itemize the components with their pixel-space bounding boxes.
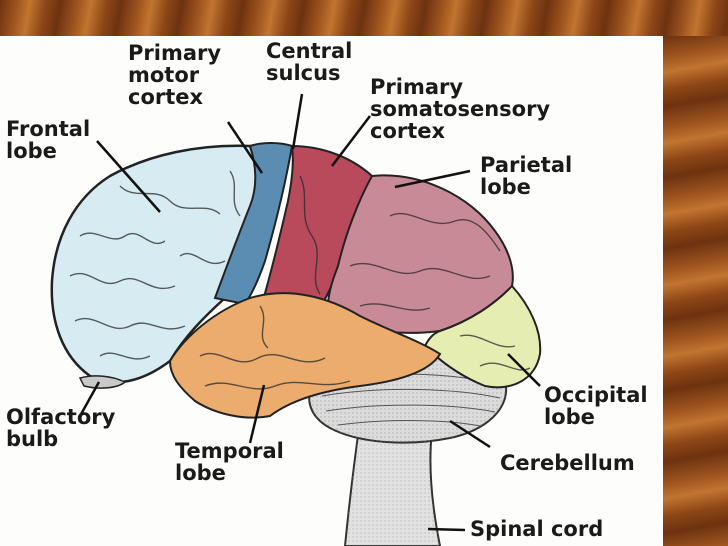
label-temporal-lobe: Temporal lobe <box>175 439 284 485</box>
label-olfactory-bulb: Olfactory bulb <box>6 405 116 451</box>
label-frontal-lobe: Frontal lobe <box>6 117 91 163</box>
occipital-lobe-region <box>423 284 542 389</box>
label-occipital-lobe: Occipital lobe <box>544 383 648 429</box>
brain-diagram <box>50 93 542 546</box>
temporal-lobe-region <box>168 292 442 419</box>
brain-diagram-panel: Primary motor cortex Central sulcus Prim… <box>0 36 663 546</box>
top-decorative-bar <box>0 0 728 36</box>
label-parietal-lobe: Parietal lobe <box>480 153 573 199</box>
right-decorative-bar <box>663 36 728 546</box>
label-primary-somatosensory-cortex: Primary somatosensory cortex <box>370 75 551 143</box>
leader-lines <box>78 93 541 532</box>
olfactory-bulb-shape <box>78 375 127 389</box>
label-cerebellum: Cerebellum <box>500 451 635 475</box>
label-central-sulcus: Central sulcus <box>266 39 353 85</box>
label-spinal-cord: Spinal cord <box>470 517 604 541</box>
label-primary-motor-cortex: Primary motor cortex <box>128 41 222 109</box>
